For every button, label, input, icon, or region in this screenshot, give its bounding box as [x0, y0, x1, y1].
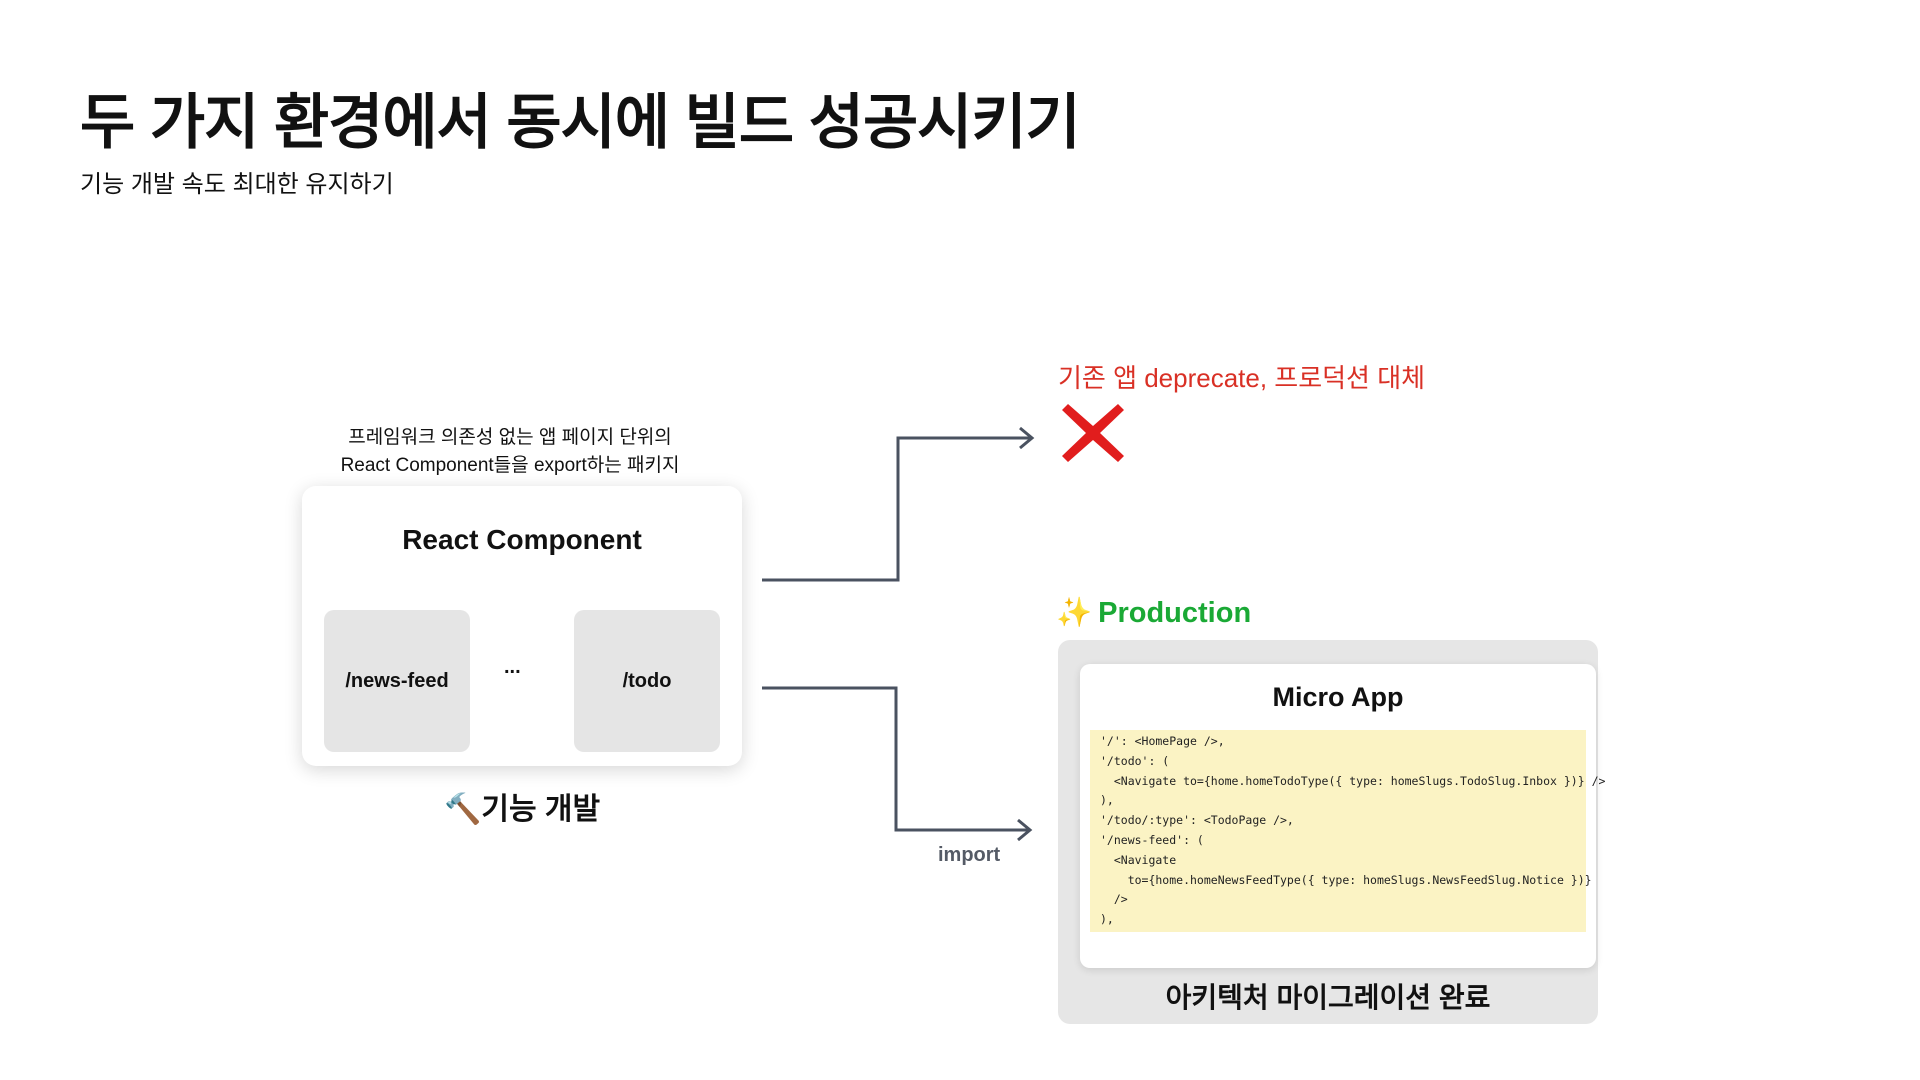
react-component-card: React Component /news-feed ... /todo: [302, 486, 742, 766]
code-line: '/': <HomePage />,: [1100, 734, 1225, 748]
page-subtitle: 기능 개발 속도 최대한 유지하기: [80, 171, 394, 198]
code-line: to={home.homeNewsFeedType({ type: homeSl…: [1100, 872, 1592, 887]
package-description-line: React Component들을 export하는 패키지: [340, 455, 680, 476]
production-panel: Micro App '/': <HomePage />, '/todo': ( <…: [1058, 640, 1606, 1024]
page-title: 두 가지 환경에서 동시에 빌드 성공시키기: [80, 89, 1081, 156]
page-ellipsis: ...: [504, 656, 521, 678]
arrow-head-deprecate: [1019, 426, 1035, 450]
deprecate-label: 기존 앱 deprecate, 프로덕션 대체: [1058, 363, 1426, 393]
migration-complete-label: 아키텍처 마이그레이션 완료: [1165, 982, 1491, 1013]
arrow-to-deprecate: [762, 436, 1032, 582]
package-description-line: 프레임워크 의존성 없는 앱 페이지 단위의: [348, 427, 672, 448]
package-description: 프레임워크 의존성 없는 앱 페이지 단위의 React Component들을…: [300, 424, 720, 480]
page-news-feed: /news-feed: [324, 610, 470, 752]
react-component-title: React Component: [402, 524, 642, 555]
code-line: <Navigate to={home.homeTodoType({ type: …: [1100, 773, 1606, 788]
page-todo: /todo: [574, 610, 720, 752]
route-code-block: '/': <HomePage />, '/todo': ( <Navigate t…: [1090, 730, 1606, 932]
code-line: '/todo/:type': <TodoPage />,: [1100, 813, 1294, 828]
code-line: '/todo': (: [1100, 753, 1170, 768]
code-line: ),: [1100, 912, 1114, 927]
code-line: '/news-feed': (: [1100, 832, 1204, 847]
micro-app-card: Micro App '/': <HomePage />, '/todo': ( <…: [1080, 664, 1606, 968]
production-label: ✨Production: [1056, 596, 1251, 630]
arrow-to-production: [762, 686, 1030, 832]
cross-mark-icon: [1062, 404, 1124, 462]
code-line: <Navigate: [1100, 852, 1177, 867]
arrow-head-production: [1017, 818, 1033, 842]
code-line: ),: [1100, 793, 1114, 808]
code-line: />: [1100, 892, 1128, 907]
feature-development-label: 🔨기능 개발: [444, 793, 601, 826]
micro-app-title: Micro App: [1272, 682, 1404, 712]
sparkles-icon: ✨: [1056, 597, 1093, 629]
import-label: import: [938, 844, 1001, 866]
production-text: Production: [1098, 597, 1252, 629]
